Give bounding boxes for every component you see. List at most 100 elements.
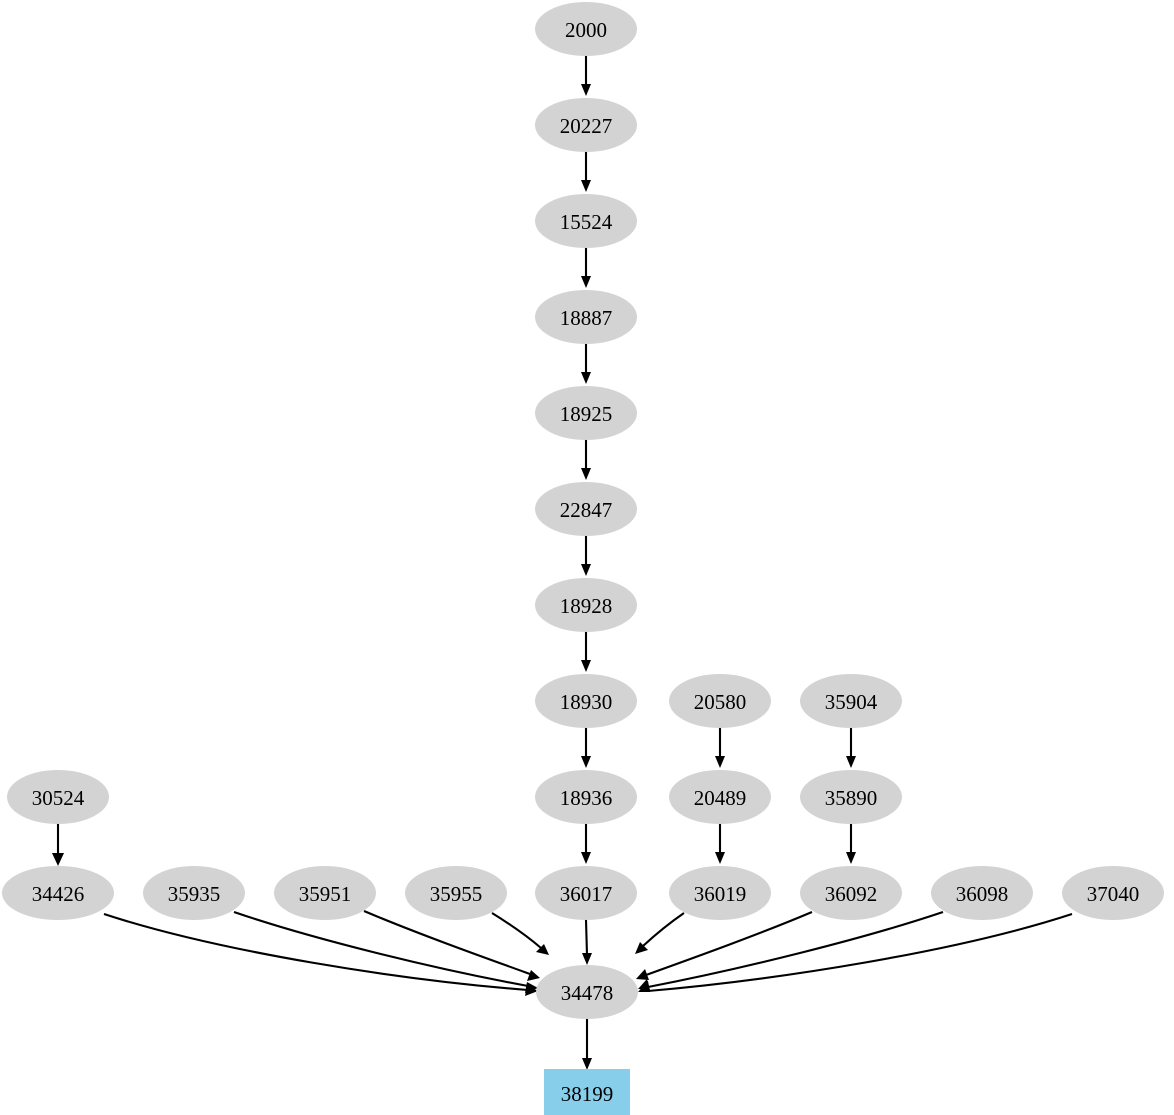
node-shape-ellipse[interactable] <box>7 770 109 824</box>
graph-node-37040[interactable]: 37040 <box>1062 866 1164 920</box>
node-shape-ellipse[interactable] <box>669 674 771 728</box>
graph-node-20489[interactable]: 20489 <box>669 770 771 824</box>
node-shape-rect[interactable] <box>544 1069 630 1115</box>
node-shape-ellipse[interactable] <box>931 866 1033 920</box>
graph-node-35935[interactable]: 35935 <box>143 866 245 920</box>
edge-37040-to-34478 <box>638 913 1073 993</box>
edge-35935-to-34478 <box>233 911 538 993</box>
node-shape-ellipse[interactable] <box>669 770 771 824</box>
graph-node-18925[interactable]: 18925 <box>535 386 637 440</box>
arrowhead-icon <box>638 981 650 992</box>
graph-node-38199[interactable]: 38199 <box>544 1069 630 1115</box>
edge-36017-to-34478 <box>582 919 592 965</box>
edge-18930-to-18936 <box>581 728 591 768</box>
arrowhead-icon <box>846 852 856 864</box>
arrowhead-icon <box>581 372 591 384</box>
node-shape-ellipse[interactable] <box>535 386 637 440</box>
node-shape-ellipse[interactable] <box>535 482 637 536</box>
graph-node-36017[interactable]: 36017 <box>535 866 637 920</box>
edge-15524-to-18887 <box>581 248 591 288</box>
node-shape-ellipse[interactable] <box>535 578 637 632</box>
edge-line <box>584 919 589 956</box>
edge-18925-to-22847 <box>581 440 591 480</box>
node-shape-ellipse[interactable] <box>535 674 637 728</box>
graph-node-30524[interactable]: 30524 <box>7 770 109 824</box>
graph-node-36092[interactable]: 36092 <box>800 866 902 920</box>
edge-18936-to-36017 <box>581 824 591 864</box>
graph-node-36098[interactable]: 36098 <box>931 866 1033 920</box>
graph-node-22847[interactable]: 22847 <box>535 482 637 536</box>
edge-20227-to-15524 <box>581 152 591 192</box>
edge-line <box>642 912 685 947</box>
edge-20489-to-36019 <box>715 824 725 864</box>
node-shape-ellipse[interactable] <box>536 965 638 1019</box>
arrowhead-icon <box>581 756 591 768</box>
graph-node-2000[interactable]: 2000 <box>535 2 637 56</box>
node-shape-ellipse[interactable] <box>274 866 376 920</box>
node-shape-ellipse[interactable] <box>800 674 902 728</box>
arrowhead-icon <box>581 564 591 576</box>
node-shape-ellipse[interactable] <box>143 866 245 920</box>
edge-line <box>103 913 529 992</box>
edge-35955-to-34478 <box>491 912 549 955</box>
graph-node-36019[interactable]: 36019 <box>669 866 771 920</box>
edge-35951-to-34478 <box>363 910 540 981</box>
edge-22847-to-18928 <box>581 536 591 576</box>
edge-35890-to-36092 <box>846 824 856 864</box>
graph-node-18928[interactable]: 18928 <box>535 578 637 632</box>
graph-node-15524[interactable]: 15524 <box>535 194 637 248</box>
arrowhead-icon <box>581 180 591 192</box>
node-shape-ellipse[interactable] <box>535 770 637 824</box>
node-shape-ellipse[interactable] <box>535 290 637 344</box>
arrowhead-icon <box>635 942 648 954</box>
node-shape-ellipse[interactable] <box>405 866 507 920</box>
arrowhead-icon <box>636 969 649 980</box>
edge-line <box>645 911 813 976</box>
arrowhead-icon <box>52 853 64 866</box>
graph-node-20227[interactable]: 20227 <box>535 98 637 152</box>
node-shape-ellipse[interactable] <box>535 866 637 920</box>
node-shape-ellipse[interactable] <box>535 2 637 56</box>
node-shape-ellipse[interactable] <box>535 194 637 248</box>
graph-node-34478[interactable]: 34478 <box>536 965 638 1019</box>
graph-node-18887[interactable]: 18887 <box>535 290 637 344</box>
graph-node-18930[interactable]: 18930 <box>535 674 637 728</box>
arrowhead-icon <box>581 660 591 672</box>
graph-node-35951[interactable]: 35951 <box>274 866 376 920</box>
node-shape-ellipse[interactable] <box>800 866 902 920</box>
graph-node-35955[interactable]: 35955 <box>405 866 507 920</box>
arrowhead-icon <box>581 276 591 288</box>
graph-node-35904[interactable]: 35904 <box>800 674 902 728</box>
node-shape-ellipse[interactable] <box>669 866 771 920</box>
node-shape-ellipse[interactable] <box>800 770 902 824</box>
edge-line <box>647 911 944 989</box>
node-shape-ellipse[interactable] <box>535 98 637 152</box>
arrowhead-icon <box>581 852 591 864</box>
edge-36019-to-34478 <box>635 912 685 954</box>
edge-2000-to-20227 <box>581 56 591 96</box>
edge-18887-to-18925 <box>581 344 591 384</box>
node-shape-ellipse[interactable] <box>1062 866 1164 920</box>
arrowhead-icon <box>527 970 540 981</box>
edge-36092-to-34478 <box>636 911 813 980</box>
edge-line <box>363 910 531 975</box>
arrowhead-icon <box>715 756 725 768</box>
arrowhead-icon <box>715 852 725 864</box>
arrowhead-icon <box>582 953 592 965</box>
edge-line <box>647 913 1073 993</box>
edge-18928-to-18930 <box>581 632 591 672</box>
edges-layer <box>52 56 1073 1070</box>
arrowhead-icon <box>846 756 856 768</box>
edge-34478-to-38199 <box>582 1019 592 1070</box>
graph-node-35890[interactable]: 35890 <box>800 770 902 824</box>
arrowhead-icon <box>582 1058 592 1070</box>
graph-node-18936[interactable]: 18936 <box>535 770 637 824</box>
edge-line <box>491 912 542 949</box>
graph-node-34426[interactable]: 34426 <box>2 866 114 920</box>
node-shape-ellipse[interactable] <box>2 866 114 920</box>
edge-35904-to-35890 <box>846 728 856 768</box>
arrowhead-icon <box>581 468 591 480</box>
graph-node-20580[interactable]: 20580 <box>669 674 771 728</box>
